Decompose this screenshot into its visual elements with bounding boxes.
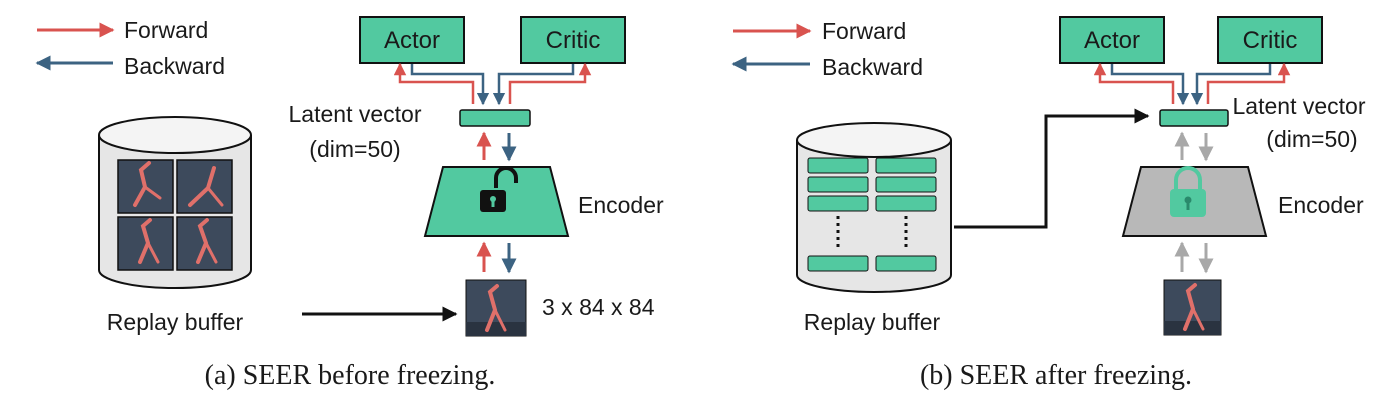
backward-arrow-actor: [410, 64, 490, 106]
backward-legend-label: Backward: [822, 54, 923, 80]
latent-vector-label: Latent vector: [1233, 93, 1366, 119]
latent-slot: [875, 157, 937, 174]
actor-box: [1059, 16, 1165, 64]
critic-label: Critic: [546, 27, 601, 54]
unlocked-padlock-icon: [480, 166, 518, 212]
observation-dims-label: 3 x 84 x 84: [542, 294, 655, 320]
caption-a: (a) SEER before freezing.: [205, 360, 496, 391]
forward-arrow-actor: [1093, 62, 1175, 104]
legend-a: Forward Backward: [35, 17, 225, 79]
replay-frame-3: [117, 216, 174, 271]
latent-dim-label: (dim=50): [309, 136, 400, 162]
actor-label: Actor: [384, 27, 440, 54]
caption-b: (b) SEER after freezing.: [920, 360, 1192, 391]
panel-a: Forward Backward Actor Critic Latent vec…: [35, 16, 664, 391]
latent-dim-label: (dim=50): [1266, 126, 1357, 152]
actor-box: [359, 16, 465, 64]
latent-slot: [807, 255, 869, 272]
panel-b: Forward Backward Actor Critic Latent vec…: [731, 16, 1366, 391]
latent-slot: [875, 195, 937, 212]
forward-arrow-critic: [508, 62, 592, 104]
latent-slot: [807, 176, 869, 193]
backward-arrow-critic: [492, 64, 575, 106]
latent-vector-bar: [1159, 109, 1229, 127]
backward-arrow-actor: [1110, 64, 1190, 106]
backward-arrow-critic: [1190, 64, 1272, 106]
latent-slot: [875, 255, 937, 272]
replay-buffer-cylinder: [796, 122, 952, 293]
replay-buffer-label: Replay buffer: [107, 309, 244, 335]
encoder-label: Encoder: [1278, 192, 1364, 218]
latent-slot: [875, 176, 937, 193]
critic-label: Critic: [1243, 27, 1298, 54]
latent-slot: [807, 195, 869, 212]
latent-vector-bar: [459, 109, 531, 127]
forward-arrow-actor: [393, 62, 475, 104]
locked-padlock-icon: [1170, 166, 1206, 217]
latent-slot: [807, 157, 869, 174]
replay-frame-4: [176, 216, 233, 271]
forward-arrow-critic: [1206, 62, 1291, 104]
forward-legend-label: Forward: [124, 17, 208, 43]
forward-legend-label: Forward: [822, 18, 906, 44]
backward-legend-label: Backward: [124, 53, 225, 79]
replay-frame-2: [176, 159, 233, 214]
actor-label: Actor: [1084, 27, 1140, 54]
legend-b: Forward Backward: [731, 18, 923, 80]
replay-to-latent-arrow: [954, 108, 1150, 229]
observation-frame: [1163, 279, 1222, 336]
critic-box: [520, 16, 626, 64]
latent-vector-label: Latent vector: [289, 101, 422, 127]
replay-buffer-cylinder: [98, 116, 252, 289]
encoder-label: Encoder: [578, 192, 664, 218]
replay-frame-1: [117, 159, 174, 214]
replay-buffer-label: Replay buffer: [804, 309, 941, 335]
critic-box: [1217, 16, 1323, 64]
observation-frame: [465, 279, 527, 337]
